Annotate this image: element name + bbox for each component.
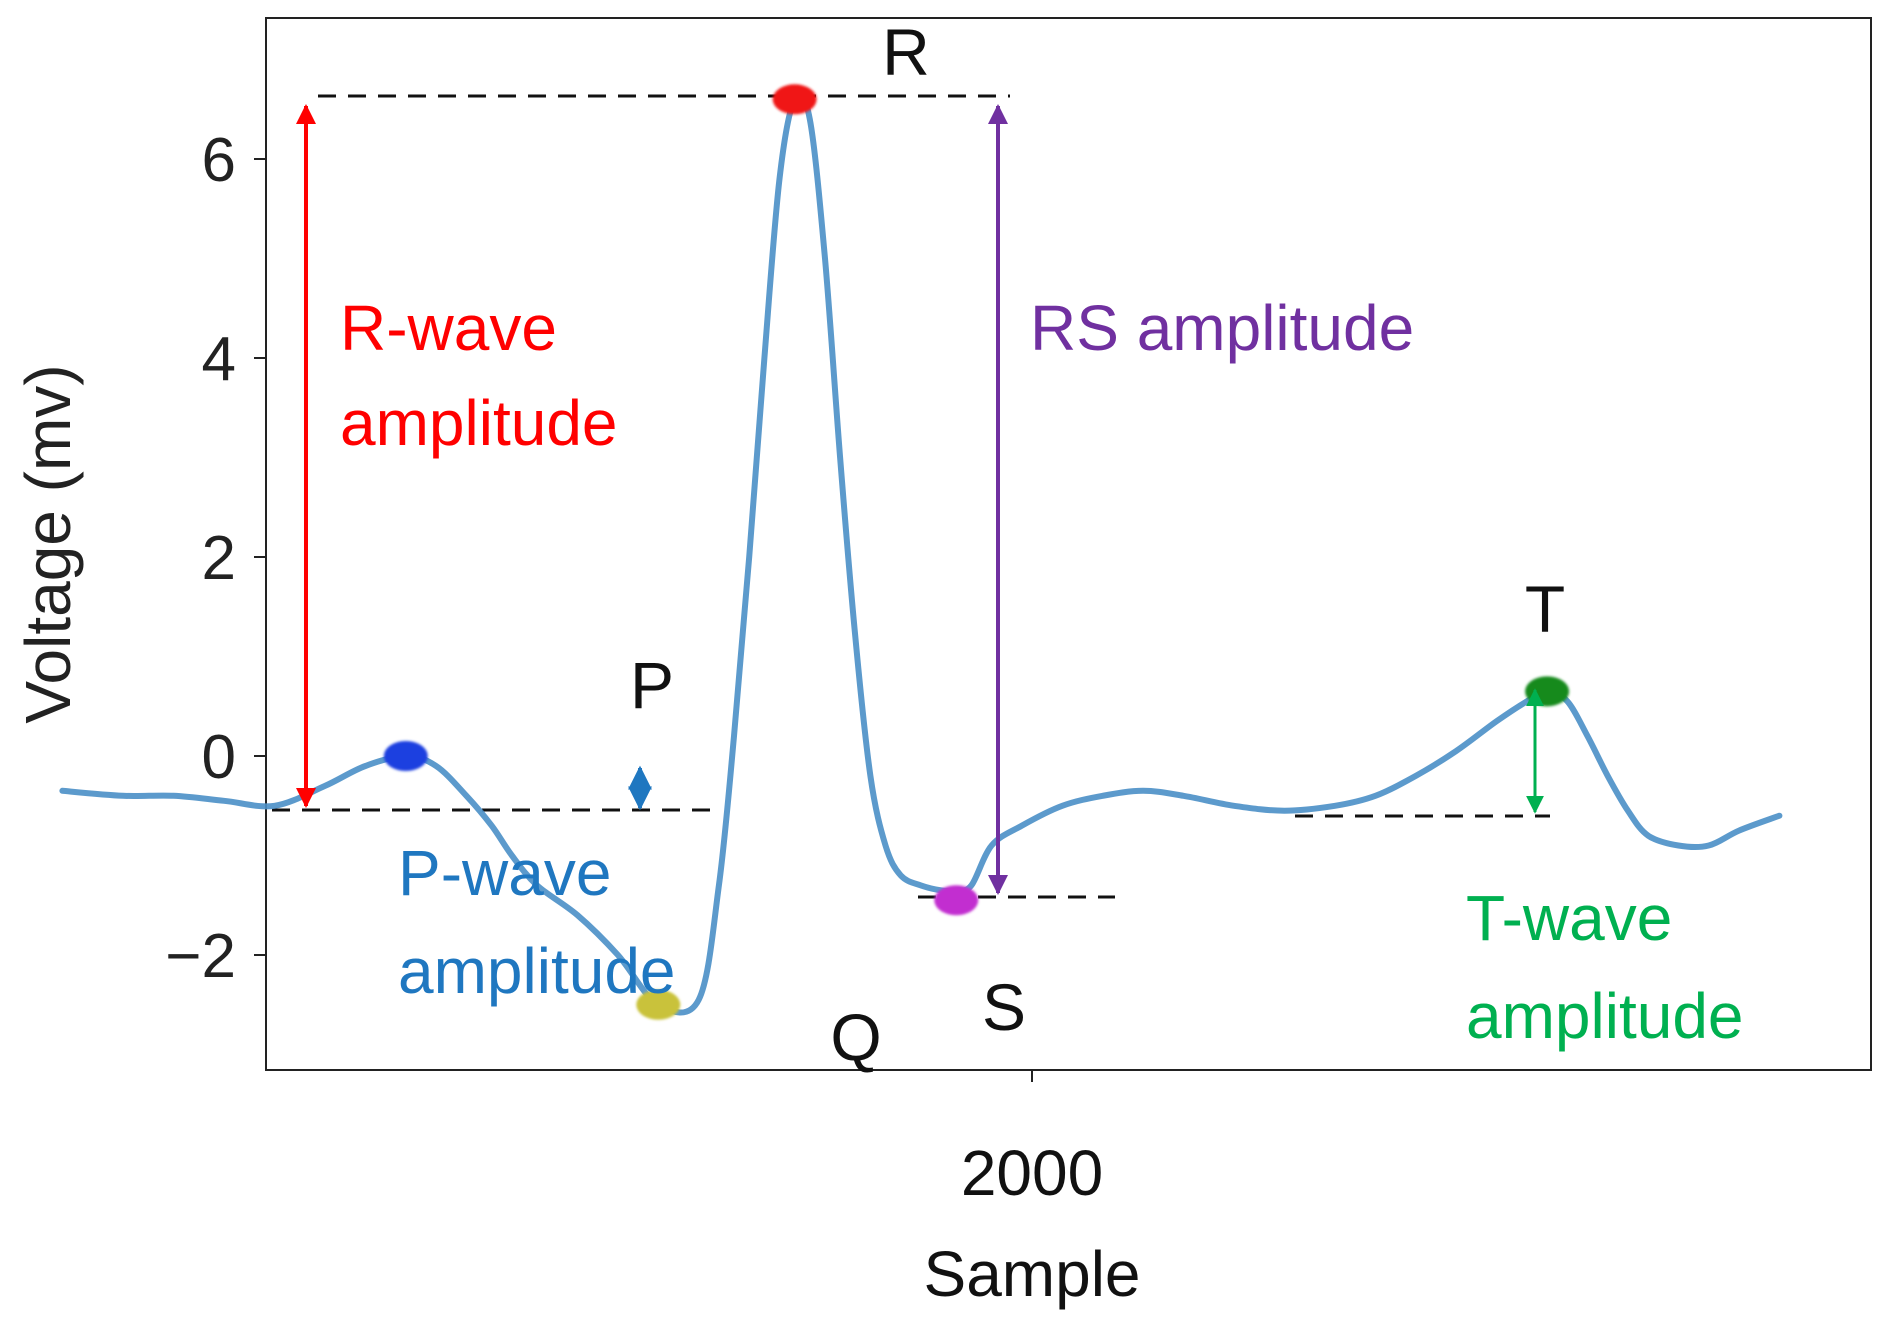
t-wave-point: [1525, 676, 1570, 707]
ecg-signal-line: [59, 91, 1783, 1016]
q-wave-label: Q: [830, 1000, 881, 1074]
t-wave-amplitude-line-1: T-wave: [1466, 882, 1672, 954]
reference-lines: [272, 94, 1550, 899]
p-wave-amplitude-label: P-wave amplitude: [398, 837, 676, 1007]
t-wave-label: T: [1525, 572, 1565, 646]
q-wave-point: [636, 989, 681, 1020]
y-tick-label: 6: [202, 126, 236, 195]
rs-amplitude-line-1: RS amplitude: [1030, 292, 1414, 364]
p-wave-amplitude-line-1: P-wave: [398, 837, 611, 909]
y-tick-label: 4: [202, 325, 236, 394]
r-wave-point: [772, 84, 817, 115]
r-wave-label: R: [882, 15, 930, 89]
amplitude-arrows: [296, 104, 1544, 895]
y-axis-ticks: −2 0 2 4 6: [165, 126, 266, 991]
y-tick-label: −2: [165, 922, 236, 991]
rs-amplitude-label: RS amplitude: [1030, 292, 1414, 364]
x-axis-label: Sample: [924, 1238, 1141, 1310]
p-wave-point: [383, 741, 428, 771]
r-wave-amplitude-label: R-wave amplitude: [340, 292, 618, 459]
s-wave-point: [934, 885, 979, 916]
t-wave-amplitude-label: T-wave amplitude: [1466, 882, 1744, 1052]
r-wave-amplitude-line-1: R-wave: [340, 292, 557, 364]
wave-points: [383, 84, 1570, 1020]
s-wave-label: S: [982, 970, 1026, 1044]
y-tick-label: 0: [202, 723, 236, 792]
p-wave-label: P: [630, 648, 674, 722]
x-tick-label: 2000: [961, 1137, 1103, 1209]
x-axis-ticks: 2000: [961, 1070, 1103, 1209]
y-tick-label: 2: [202, 524, 236, 593]
p-wave-amplitude-line-2: amplitude: [398, 935, 676, 1007]
y-axis-label: Voltage (mv): [12, 364, 84, 723]
t-wave-amplitude-line-2: amplitude: [1466, 980, 1744, 1052]
r-wave-amplitude-line-2: amplitude: [340, 387, 618, 459]
plot-frame: [265, 17, 1872, 1071]
